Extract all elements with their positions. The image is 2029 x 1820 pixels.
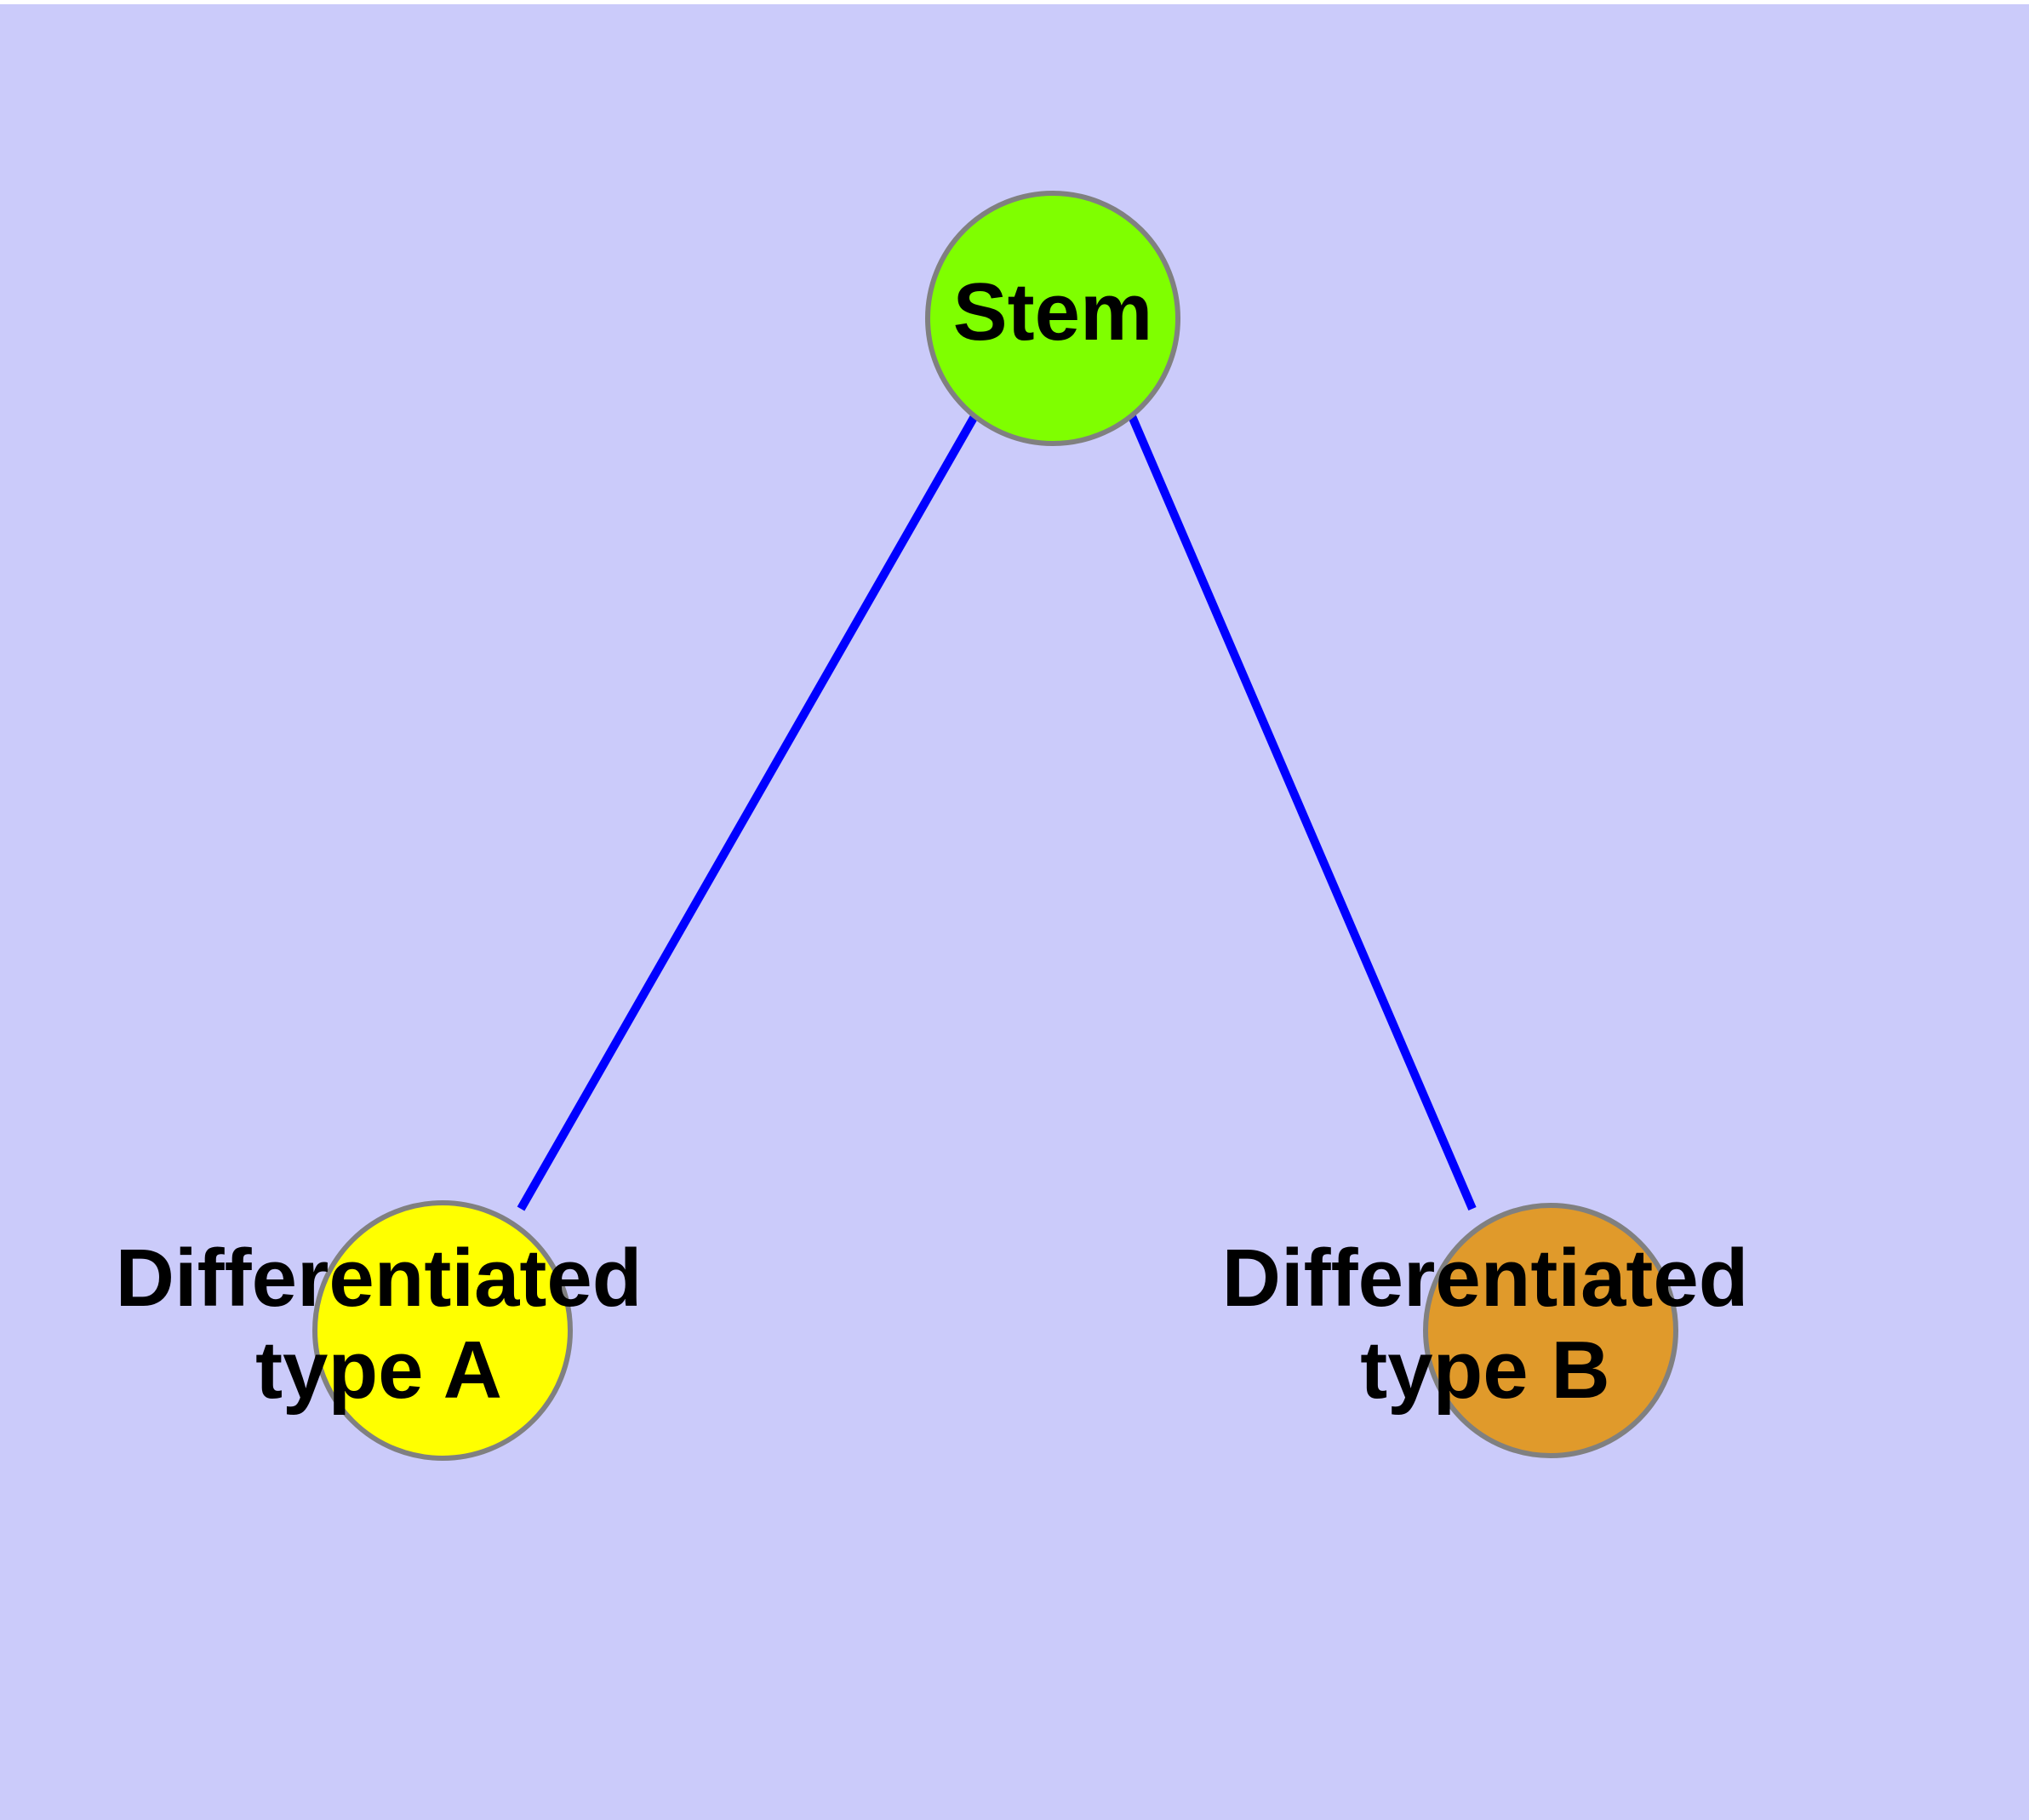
node-label-line: type B (1360, 1325, 1609, 1416)
edge-stem-to-differentiated-type-b[interactable] (1128, 415, 1477, 1210)
edges-group (517, 414, 1477, 1211)
node-label-stem: Stem (953, 266, 1153, 358)
nodes-group (312, 191, 1678, 1461)
top-white-strip (0, 0, 2029, 4)
node-stem[interactable] (925, 191, 1180, 446)
node-differentiated-type-b[interactable] (1423, 1203, 1678, 1458)
node-differentiated-type-a[interactable] (312, 1200, 573, 1461)
edge-stem-to-differentiated-type-a[interactable] (517, 414, 979, 1211)
node-label-line: Differentiated (116, 1233, 643, 1325)
node-label-line: type A (255, 1325, 502, 1416)
node-label-line: Stem (953, 266, 1153, 358)
node-label-line: Differentiated (1222, 1233, 1749, 1325)
